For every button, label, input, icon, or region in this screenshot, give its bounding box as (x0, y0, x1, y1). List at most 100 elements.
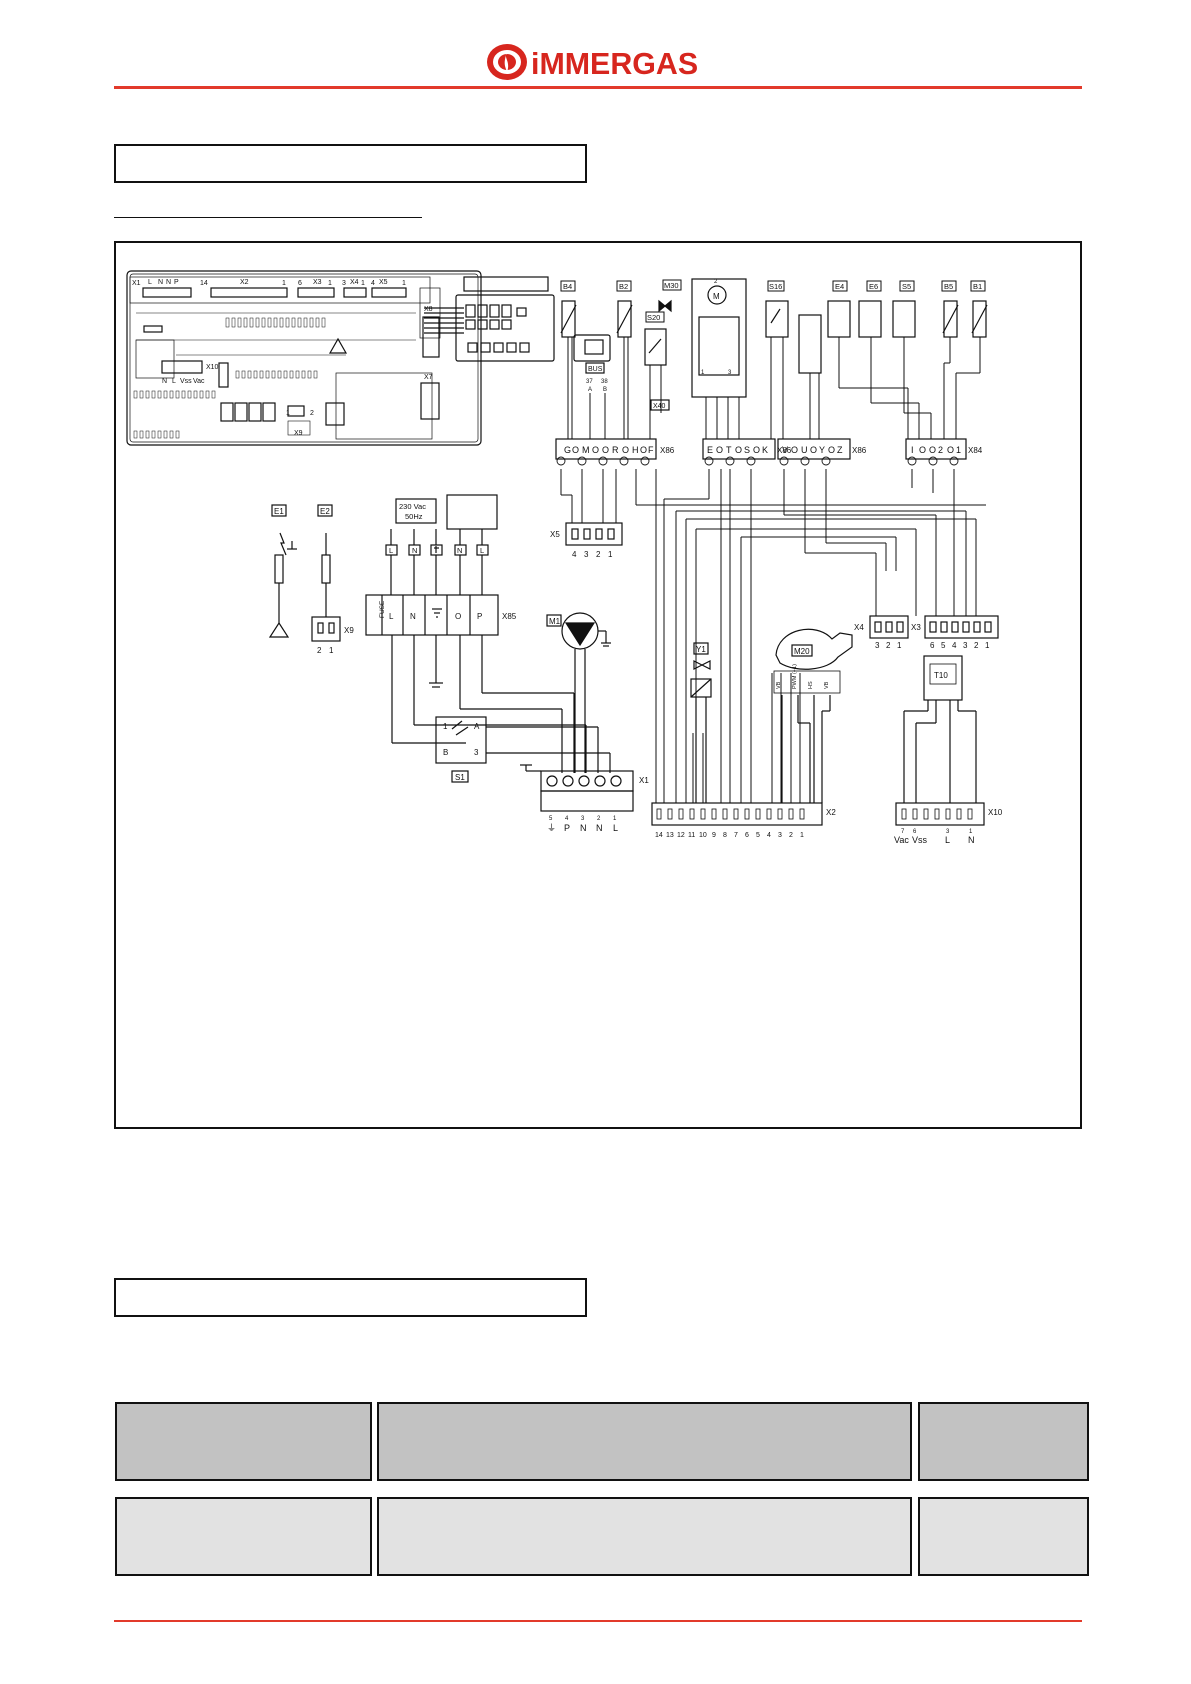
svg-text:1: 1 (701, 370, 705, 376)
section-title-box (114, 1278, 587, 1317)
svg-text:I: I (911, 445, 914, 455)
board-label: N (158, 279, 163, 286)
board-label: N (166, 279, 171, 286)
svg-text:G: G (564, 445, 571, 455)
svg-text:H: H (632, 445, 639, 455)
svg-text:E: E (707, 445, 713, 455)
board-label: Vss (180, 378, 192, 385)
header-rule (114, 86, 1082, 89)
footer-rule (114, 1620, 1082, 1622)
board-label: P (174, 279, 179, 286)
pump-label: M1 (549, 617, 561, 626)
table-cell (377, 1402, 912, 1481)
svg-text:1: 1 (443, 722, 448, 731)
svg-text:5: 5 (941, 641, 946, 650)
pin-number: 1 (328, 280, 332, 287)
x10-terminal: 7 6 3 1 Vac Vss L N X10 (894, 802, 1003, 845)
power-supply: 230 Vac 50Hz L N N L FUSE L N O P X85 (365, 494, 587, 773)
svg-text:1: 1 (329, 646, 334, 655)
motor-letter: M (713, 292, 720, 301)
svg-text:O: O (640, 445, 647, 455)
svg-text:⏚: ⏚ (547, 823, 556, 833)
pin-number: 1 (286, 410, 290, 417)
label-s5: S5 (902, 282, 911, 291)
board-label: L (172, 378, 176, 385)
pin-number: 1 (282, 280, 286, 287)
board-label: X3 (313, 279, 322, 286)
svg-text:L: L (389, 612, 394, 621)
svg-text:2: 2 (597, 816, 601, 822)
table-cell (115, 1402, 372, 1481)
svg-text:3: 3 (581, 816, 585, 822)
section-title-box (114, 144, 587, 183)
svg-text:8: 8 (723, 832, 727, 839)
pump-m1: M1 (546, 612, 611, 773)
label-e4: E4 (835, 282, 844, 291)
svg-text:N: N (968, 835, 975, 845)
svg-text:5: 5 (756, 832, 760, 839)
svg-text:1: 1 (608, 550, 613, 559)
immergas-logo: iMMERGAS (485, 42, 705, 82)
control-board: X1 L N N P X2 X3 X4 X5 X8 X7 X9 X10 N L … (126, 270, 482, 446)
pin-number: 14 (200, 280, 208, 287)
fan-m20: M20 VB PWM (+1) HS VB (773, 628, 853, 803)
display-panel (424, 276, 555, 362)
svg-text:Vss: Vss (912, 835, 928, 845)
svg-text:O: O (753, 445, 760, 455)
svg-text:K: K (762, 445, 768, 455)
svg-text:X4: X4 (854, 623, 864, 632)
terminal-block-name: X86 (852, 446, 867, 455)
svg-text:A: A (588, 387, 592, 393)
board-label: X1 (132, 280, 141, 287)
svg-text:3: 3 (584, 550, 589, 559)
terminal-block-name: X86 (777, 446, 792, 455)
svg-text:7: 7 (734, 832, 738, 839)
board-label: L (148, 279, 152, 286)
fuse-label: FUSE (379, 600, 386, 618)
pin-number: 3 (342, 280, 346, 287)
board-label: X7 (424, 374, 433, 381)
svg-text:L: L (613, 823, 618, 833)
svg-text:A: A (474, 722, 480, 731)
svg-text:9: 9 (712, 832, 716, 839)
svg-text:6: 6 (745, 832, 749, 839)
svg-text:N: N (596, 823, 603, 833)
flame-logo-icon (487, 44, 527, 80)
pin-number: 1 (361, 280, 365, 287)
x1-terminal: 5 4 3 2 1 ⏚ P N N L X1 (520, 764, 649, 833)
svg-text:2: 2 (938, 445, 943, 455)
svg-text:4: 4 (572, 550, 577, 559)
svg-text:4: 4 (565, 816, 569, 822)
board-label: X10 (206, 364, 219, 371)
x40-label: X40 (653, 403, 666, 410)
svg-text:6: 6 (930, 641, 935, 650)
svg-text:4: 4 (767, 832, 771, 839)
terminal-block-name: X86 (660, 446, 675, 455)
probe-label-b1: B1 (973, 282, 982, 291)
svg-text:R: R (612, 445, 619, 455)
x2-label: X2 (826, 808, 836, 817)
svg-text:O: O (455, 612, 461, 621)
svg-text:O: O (602, 445, 609, 455)
switch-label-s16: S16 (769, 282, 782, 291)
svg-text:2: 2 (789, 832, 793, 839)
svg-text:O: O (810, 445, 817, 455)
svg-text:VB: VB (776, 681, 782, 689)
x5-connector: X5 4 3 2 1 (550, 522, 623, 559)
svg-text:38: 38 (601, 379, 608, 385)
svg-text:4: 4 (952, 641, 957, 650)
svg-text:O: O (828, 445, 835, 455)
label-e6: E6 (869, 282, 878, 291)
svg-text:10: 10 (699, 832, 707, 839)
table-cell (377, 1497, 912, 1576)
board-label: X8 (424, 306, 433, 313)
x9-label: X9 (344, 626, 354, 635)
pin-number: 4 (371, 280, 375, 287)
svg-text:N: N (412, 546, 417, 555)
svg-text:O: O (735, 445, 742, 455)
terminal-block-name: X84 (968, 446, 983, 455)
svg-text:S: S (744, 445, 750, 455)
svg-text:U: U (801, 445, 808, 455)
svg-text:Vac: Vac (894, 835, 909, 845)
svg-text:1: 1 (800, 832, 804, 839)
